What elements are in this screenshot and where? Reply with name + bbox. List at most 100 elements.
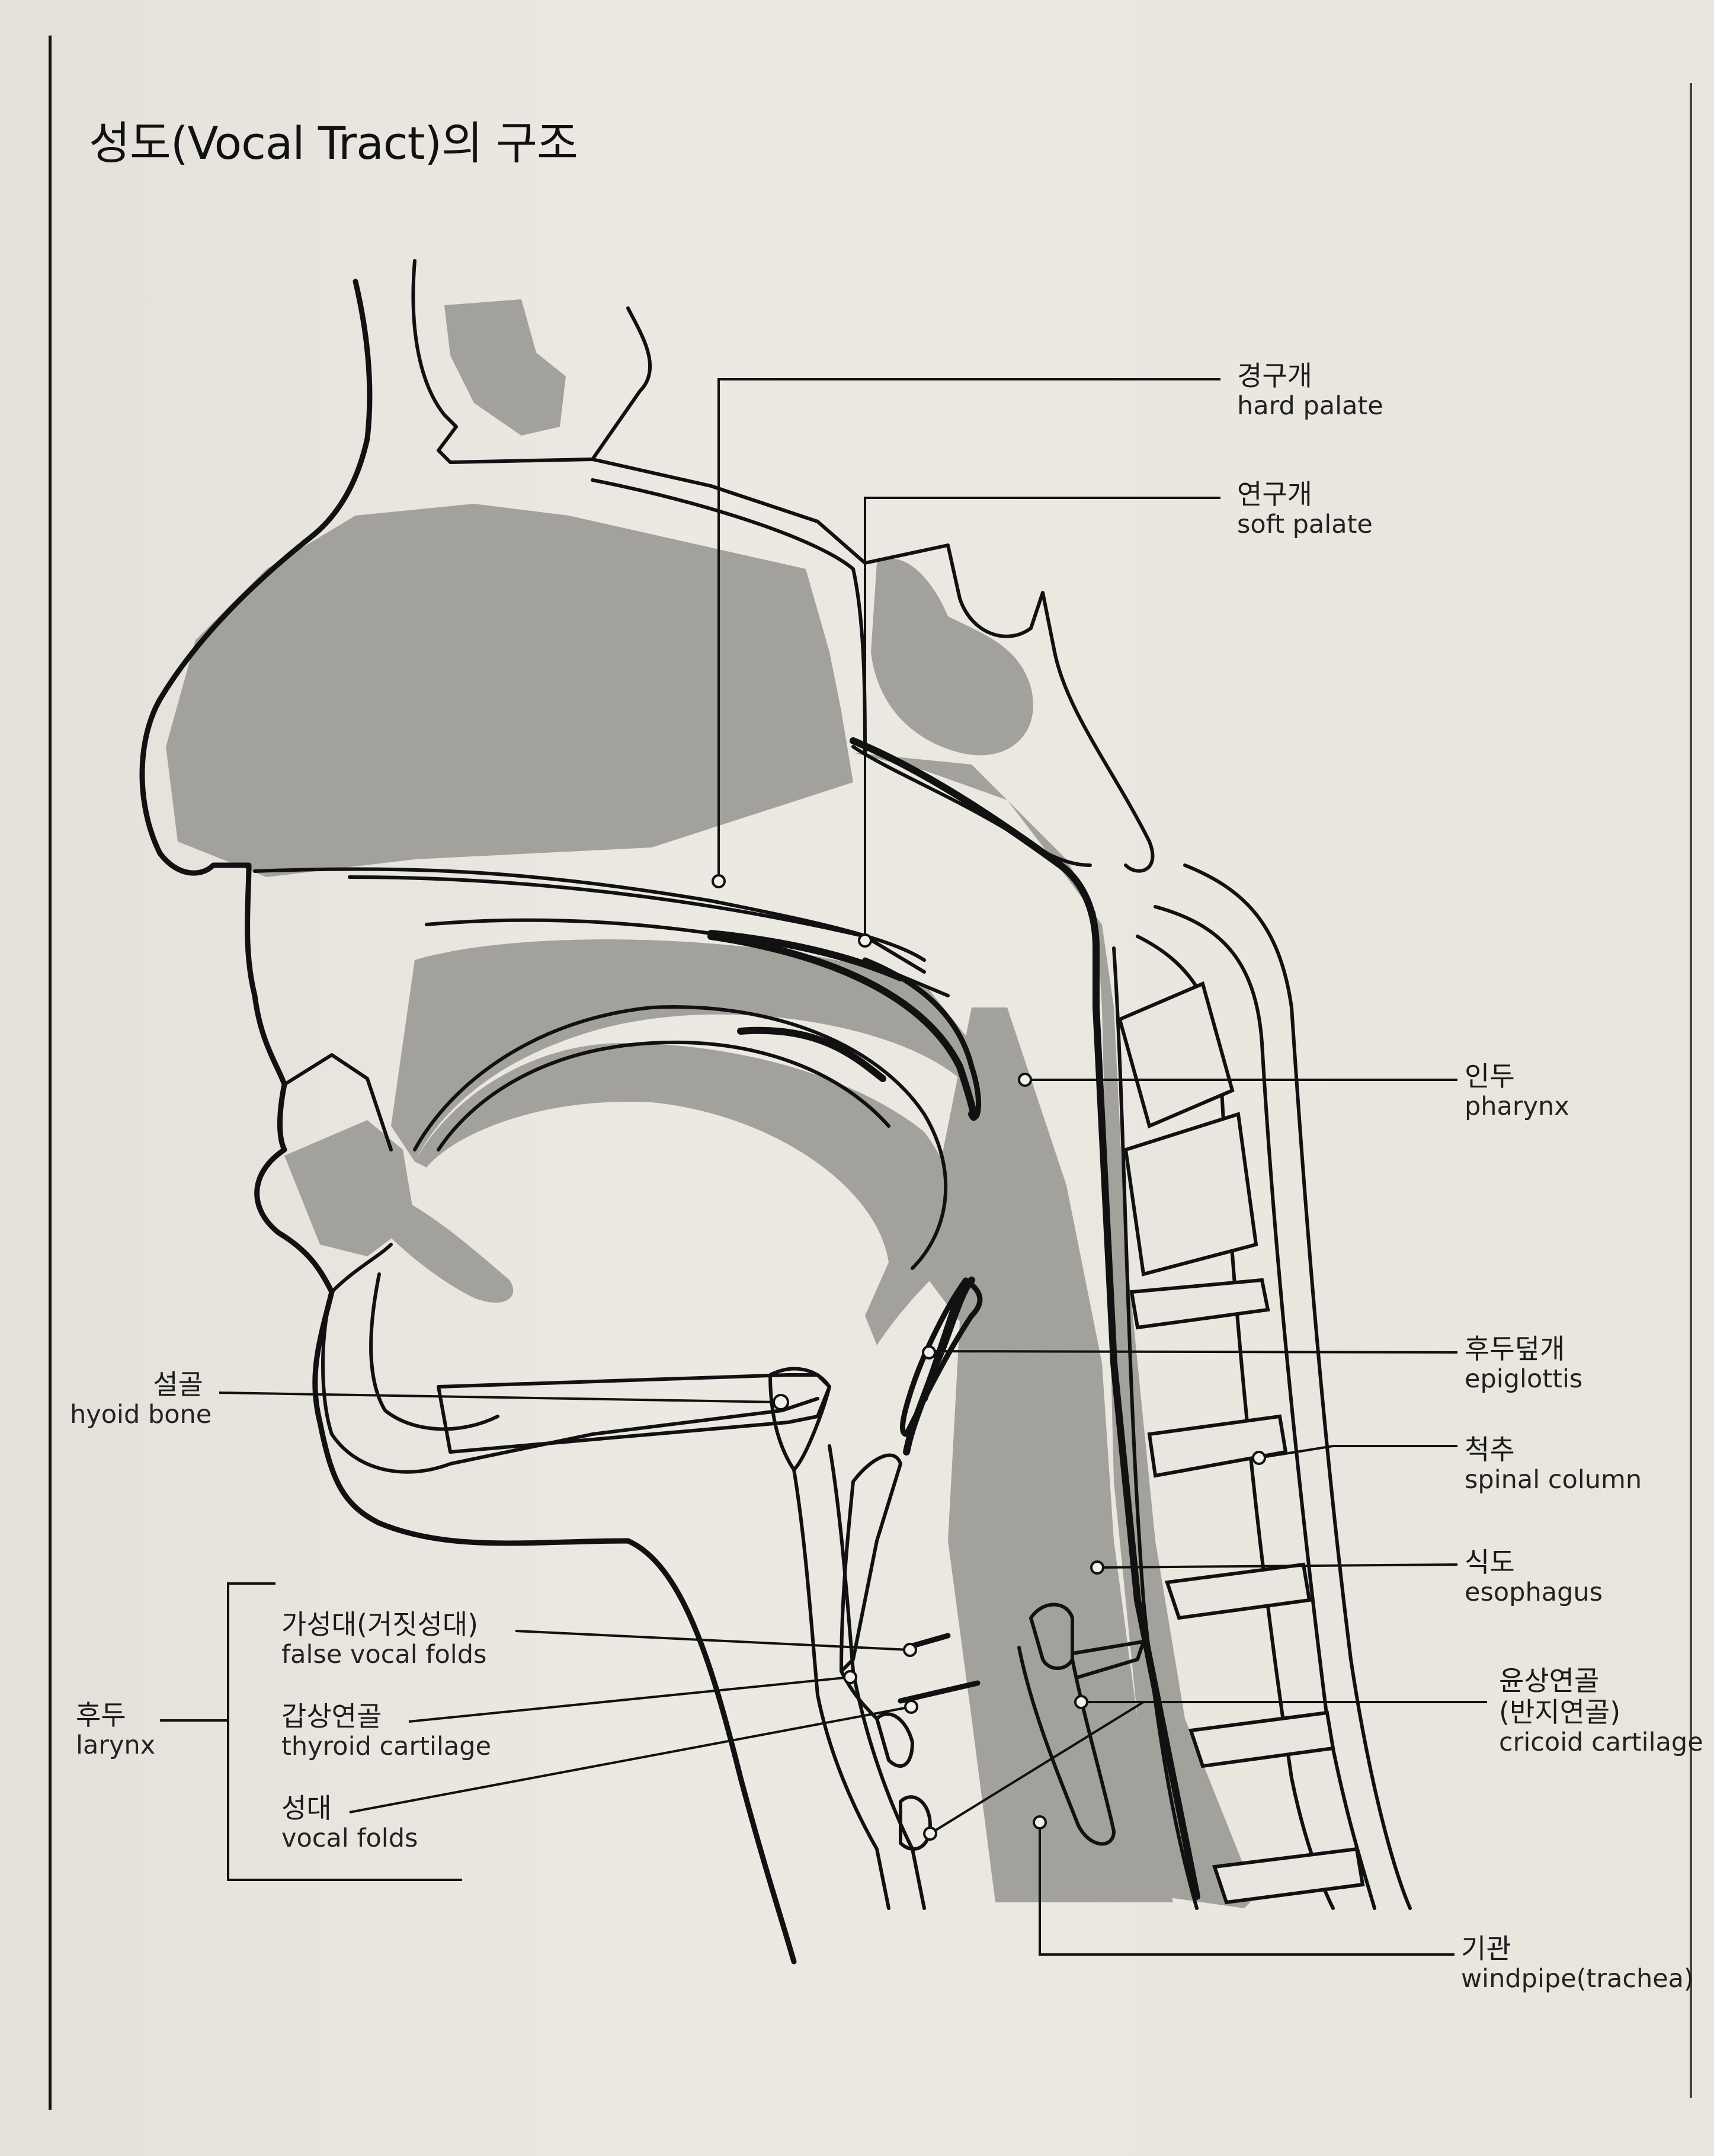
label-epiglottis-ko: 후두덮개 [1465, 1333, 1565, 1365]
pharynx-airway [853, 753, 1256, 1908]
leader-lines [160, 378, 1487, 1956]
label-cricoid-ko2: (반지연골) [1499, 1696, 1621, 1728]
dot-thyroid [843, 1670, 857, 1684]
label-thyroid: 갑상연골 thyroid cartilage [281, 1701, 491, 1761]
dot-cricoid-2 [923, 1826, 937, 1841]
dot-cricoid [1074, 1695, 1088, 1709]
vertebra [1147, 1414, 1288, 1478]
trachea-ring [899, 1795, 932, 1851]
dot-esophagus [1090, 1560, 1104, 1575]
spine-back-inner [1154, 905, 1376, 1910]
dot-false-folds [903, 1643, 917, 1657]
dot-pharynx [1018, 1073, 1032, 1087]
vertebra [1188, 1710, 1335, 1768]
label-spinal-column-ko: 척추 [1465, 1434, 1515, 1466]
tongue-tip [367, 1185, 514, 1303]
leader-thyroid [408, 1676, 851, 1723]
epiglottis-shape [899, 1277, 983, 1437]
larynx-front [792, 1468, 890, 1910]
vertebra [1117, 981, 1235, 1129]
label-epiglottis-en: epiglottis [1465, 1364, 1583, 1394]
soft-palate-curve [707, 933, 978, 1121]
label-pharynx-en: pharynx [1465, 1091, 1569, 1121]
label-cricoid-ko: 윤상연골 [1499, 1665, 1600, 1697]
lower-lip-inner [330, 1243, 393, 1294]
label-hard-palate: 경구개 hard palate [1237, 360, 1383, 421]
dot-epiglottis [922, 1345, 936, 1360]
tongue-inner-thick [737, 1026, 886, 1082]
label-vocal-folds-ko: 성대 [281, 1792, 332, 1824]
label-esophagus-ko: 식도 [1465, 1546, 1515, 1578]
cricoid-spike [1071, 1640, 1145, 1679]
label-trachea: 기관 windpipe(trachea) [1461, 1933, 1694, 1994]
leader-hard-palate [717, 378, 1220, 880]
leader-cricoid-2 [929, 1701, 1145, 1835]
label-epiglottis: 후두덮개 epiglottis [1465, 1333, 1582, 1394]
upper-lip [283, 1053, 393, 1151]
label-thyroid-en: thyroid cartilage [281, 1731, 492, 1761]
soft-palate-outline [862, 957, 982, 1120]
dot-vocal-folds [904, 1700, 918, 1714]
dot-hard-palate [712, 874, 726, 888]
spine-front [1112, 946, 1199, 1910]
vertebra [1165, 1562, 1312, 1620]
epiglottis-thick [921, 1288, 963, 1402]
jaw-inner [369, 1272, 499, 1431]
jaw-line [321, 1290, 819, 1474]
leader-spinal [1258, 1445, 1457, 1459]
dot-hyoid [773, 1394, 789, 1410]
label-vocal-folds: 성대 vocal folds [281, 1793, 418, 1853]
right-margin-rule [1690, 83, 1692, 2098]
label-esophagus: 식도 esophagus [1465, 1547, 1603, 1607]
leader-esophagus [1097, 1563, 1458, 1569]
label-false-folds-en: false vocal folds [281, 1639, 487, 1669]
label-pharynx-ko: 인두 [1465, 1060, 1515, 1092]
false-fold-line [898, 1680, 981, 1704]
sphenoid-sinus [871, 558, 1033, 756]
label-soft-palate-ko: 연구개 [1237, 478, 1312, 510]
vertebra [1129, 1278, 1270, 1330]
trachea-ring-2 [875, 1712, 914, 1768]
hard-palate-upper [348, 875, 926, 974]
nasal-cavity [166, 504, 853, 877]
label-false-vocal-folds: 가성대(거짓성대) false vocal folds [281, 1609, 486, 1669]
label-soft-palate-en: soft palate [1237, 509, 1373, 539]
spine-back-outer [1183, 863, 1412, 1910]
label-false-folds-ko: 가성대(거짓성대) [281, 1608, 479, 1640]
label-pharynx: 인두 pharynx [1465, 1061, 1569, 1121]
label-spinal-column: 척추 spinal column [1465, 1434, 1642, 1495]
vertebra [1212, 1847, 1365, 1905]
dot-soft-palate [858, 933, 872, 948]
leader-hyoid [219, 1392, 781, 1403]
lower-airway [877, 1007, 1173, 1902]
vertebrae [1117, 981, 1365, 1905]
label-larynx-ko: 후두 [76, 1699, 126, 1731]
label-trachea-en: windpipe(trachea) [1461, 1963, 1694, 1994]
figure-title: 성도(Vocal Tract)의 구조 [89, 117, 578, 169]
label-hyoid: 설골 hyoid bone [70, 1369, 212, 1429]
label-trachea-ko: 기관 [1461, 1933, 1511, 1965]
skull-base [591, 458, 1155, 873]
frontal-sinus [444, 299, 566, 436]
label-cricoid-en: cricoid cartilage [1499, 1727, 1703, 1757]
cricoid-cartilage [1029, 1602, 1074, 1670]
label-hard-palate-en: hard palate [1237, 391, 1383, 421]
dot-spinal [1252, 1451, 1266, 1465]
nasal-bone [411, 259, 652, 464]
label-thyroid-ko: 갑상연골 [281, 1700, 382, 1732]
label-larynx: 후두 larynx [76, 1700, 155, 1760]
leader-trachea [1039, 1822, 1455, 1956]
label-dots [712, 874, 1266, 1841]
label-larynx-en: larynx [76, 1730, 156, 1760]
tongue-arch-inner [437, 1040, 890, 1151]
leader-soft-palate [864, 497, 1220, 939]
label-soft-palate: 연구개 soft palate [1237, 479, 1373, 539]
label-spinal-column-en: spinal column [1465, 1464, 1642, 1495]
label-cricoid: 윤상연골 (반지연골) cricoid cartilage [1499, 1665, 1703, 1757]
hard-palate-thick [707, 930, 904, 981]
larynx-bracket [227, 1582, 462, 1881]
pharynx-back-wall [850, 737, 1200, 1900]
hyoid-body [768, 1367, 831, 1472]
